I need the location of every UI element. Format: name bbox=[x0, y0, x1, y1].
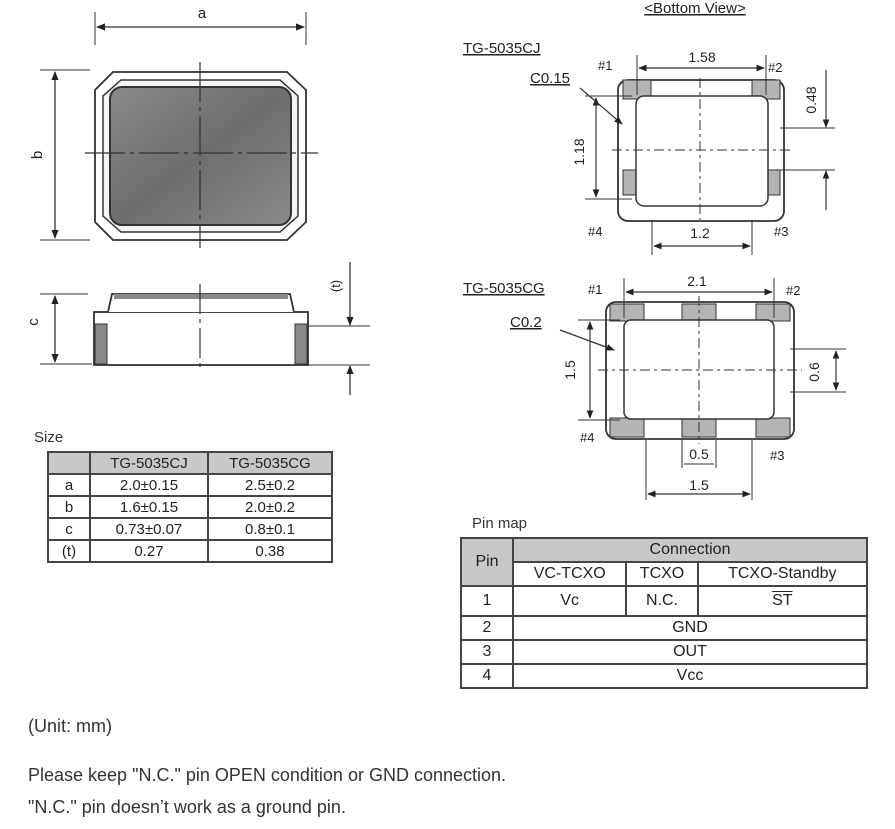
side-view bbox=[40, 262, 370, 395]
pin-tcxo: N.C. bbox=[625, 585, 699, 617]
pin-function: OUT bbox=[512, 639, 868, 665]
cg-width-label: 2.1 bbox=[687, 273, 707, 289]
cj-chamfer-label: C0.15 bbox=[530, 70, 570, 87]
cj-pad-spacing-label: 1.2 bbox=[690, 225, 710, 241]
dim-b-label: b bbox=[29, 151, 46, 159]
pin-number: 4 bbox=[460, 663, 514, 689]
table-row: (t) 0.27 0.38 bbox=[47, 539, 334, 563]
cj-pad-height-label: 0.48 bbox=[803, 86, 819, 113]
size-table-header-cg: TG-5035CG bbox=[206, 451, 334, 475]
cj-pin2-label: #2 bbox=[768, 60, 782, 75]
size-param: c bbox=[47, 517, 91, 541]
pin-number: 3 bbox=[460, 639, 514, 665]
cg-pin4-label: #4 bbox=[580, 430, 594, 445]
cg-pad-height-label: 0.6 bbox=[806, 362, 822, 382]
cj-pin4-label: #4 bbox=[588, 224, 602, 239]
top-view bbox=[40, 12, 318, 248]
cj-width-label: 1.58 bbox=[688, 49, 715, 65]
cg-height-label: 1.5 bbox=[562, 360, 578, 380]
cj-pin3-label: #3 bbox=[774, 224, 788, 239]
pin-table-header-row: Pin Connection bbox=[460, 537, 868, 587]
dim-c-label: c bbox=[25, 318, 42, 326]
size-table-caption: Size bbox=[34, 429, 64, 446]
cg-pin2-label: #2 bbox=[786, 283, 800, 298]
package-dimension-drawing: a b c (t) <Bottom View> TG-5035CJ C0.15 … bbox=[25, 0, 846, 500]
cg-pin1-label: #1 bbox=[588, 282, 602, 297]
size-table-corner bbox=[47, 451, 91, 475]
unit-note: (Unit: mm) bbox=[28, 716, 112, 736]
pin-map-caption: Pin map bbox=[472, 515, 528, 532]
table-row: 2 GND bbox=[460, 615, 868, 641]
pin-function: GND bbox=[512, 615, 868, 641]
size-value-cj: 0.73±0.07 bbox=[89, 517, 209, 541]
cg-model-label: TG-5035CG bbox=[463, 280, 545, 297]
size-table: TG-5035CJ TG-5035CG a 2.0±0.15 2.5±0.2 b… bbox=[47, 451, 334, 563]
size-value-cj: 2.0±0.15 bbox=[89, 473, 209, 497]
table-row: c 0.73±0.07 0.8±0.1 bbox=[47, 517, 334, 541]
pin-map-table: Pin Connection VC-TCXO TCXO TCXO-Standby… bbox=[460, 537, 869, 689]
column-tcxo-standby: TCXO-Standby bbox=[696, 561, 869, 587]
table-row: 4 Vcc bbox=[460, 663, 868, 689]
nc-note-1: Please keep "N.C." pin OPEN condition or… bbox=[28, 765, 507, 785]
table-row: a 2.0±0.15 2.5±0.2 bbox=[47, 473, 334, 497]
size-param: a bbox=[47, 473, 91, 497]
cg-chamfer-label: C0.2 bbox=[510, 314, 542, 331]
cg-pad-spacing-label: 1.5 bbox=[689, 477, 709, 493]
cg-pad-width-label: 0.5 bbox=[689, 446, 709, 462]
connection-header: Connection bbox=[512, 537, 868, 563]
size-value-cg: 2.0±0.2 bbox=[206, 495, 334, 519]
pin-vc-tcxo: Vc bbox=[511, 585, 628, 617]
size-table-header-cj: TG-5035CJ bbox=[89, 451, 209, 475]
cj-bottom-view bbox=[579, 55, 835, 255]
pin-number: 2 bbox=[460, 615, 514, 641]
size-table-header-row: TG-5035CJ TG-5035CG bbox=[47, 451, 334, 475]
pin-header: Pin bbox=[460, 537, 514, 587]
size-param: (t) bbox=[47, 539, 91, 563]
size-value-cg: 0.8±0.1 bbox=[206, 517, 334, 541]
cj-height-label: 1.18 bbox=[571, 138, 587, 165]
pin-number: 1 bbox=[460, 585, 514, 617]
table-row: 1 Vc N.C. ST bbox=[460, 585, 869, 617]
nc-note-2: "N.C." pin doesn’t work as a ground pin. bbox=[28, 797, 346, 817]
size-value-cj: 1.6±0.15 bbox=[89, 495, 209, 519]
size-value-cj: 0.27 bbox=[89, 539, 209, 563]
pin-tcxo-standby: ST bbox=[696, 585, 869, 617]
size-value-cg: 0.38 bbox=[206, 539, 334, 563]
table-row: b 1.6±0.15 2.0±0.2 bbox=[47, 495, 334, 519]
column-vc-tcxo: VC-TCXO bbox=[511, 561, 628, 587]
size-param: b bbox=[47, 495, 91, 519]
size-value-cg: 2.5±0.2 bbox=[206, 473, 334, 497]
pin-function: Vcc bbox=[512, 663, 868, 689]
column-tcxo: TCXO bbox=[625, 561, 699, 587]
table-row: 3 OUT bbox=[460, 639, 868, 665]
pin-table-subheader-row: VC-TCXO TCXO TCXO-Standby bbox=[461, 561, 869, 587]
dim-t-label: (t) bbox=[328, 280, 343, 292]
bottom-view-title: <Bottom View> bbox=[644, 0, 746, 17]
cg-bottom-view bbox=[559, 278, 846, 500]
cg-pin3-label: #3 bbox=[770, 448, 784, 463]
cj-pin1-label: #1 bbox=[598, 58, 612, 73]
dim-a-label: a bbox=[198, 5, 207, 22]
cj-model-label: TG-5035CJ bbox=[463, 40, 541, 57]
